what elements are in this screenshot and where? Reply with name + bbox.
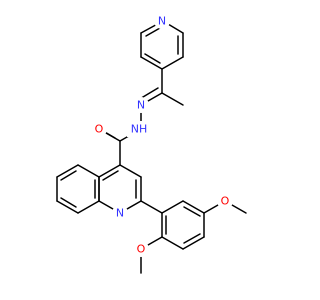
molecule-structure: N N NH O N O O (56, 13, 247, 274)
quinoline-ring (56, 164, 142, 214)
svg-text:N: N (158, 15, 166, 28)
svg-text:O: O (95, 123, 104, 136)
amide-nh: NH (127, 121, 151, 137)
ortho-methoxy-oxygen: O (133, 241, 149, 257)
imine-nitrogen: N (133, 97, 149, 113)
svg-text:NH: NH (131, 123, 148, 136)
svg-text:N: N (137, 99, 145, 112)
quinoline-nitrogen: N (112, 205, 128, 221)
atom-labels: N N NH O N O O (91, 13, 233, 257)
carbonyl-oxygen: O (91, 121, 107, 137)
svg-text:N: N (116, 207, 124, 220)
svg-text:O: O (221, 195, 230, 208)
para-methoxy-oxygen: O (217, 193, 233, 209)
pyridine-ring (140, 20, 184, 70)
svg-text:O: O (137, 243, 146, 256)
dimethoxyphenyl-ring (140, 200, 247, 274)
pyridine-nitrogen: N (154, 13, 170, 29)
